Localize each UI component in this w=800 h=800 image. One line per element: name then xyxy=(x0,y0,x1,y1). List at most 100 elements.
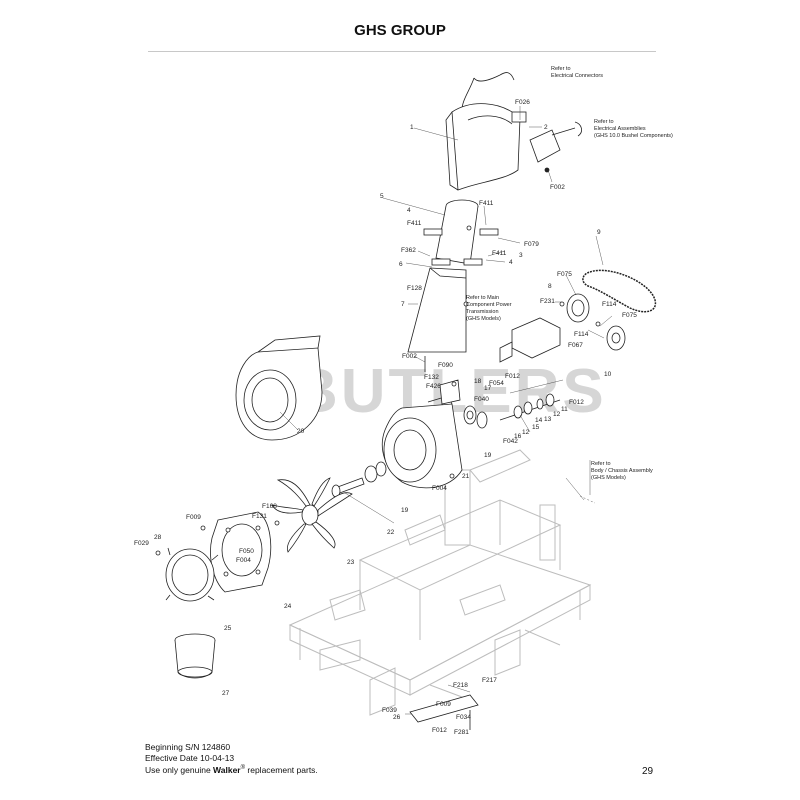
fan-housing-main xyxy=(381,379,463,489)
label-f042: F042 xyxy=(503,438,518,445)
label-f114: F114 xyxy=(574,331,589,338)
label-21: 21 xyxy=(462,473,470,480)
impeller-23 xyxy=(271,477,353,553)
note-main-power: Refer to Main Component Power Transmissi… xyxy=(466,295,512,322)
svg-text:Electrical Connectors: Electrical Connectors xyxy=(551,73,603,79)
pulley-8 xyxy=(566,293,590,323)
svg-text:Body / Chassis Assembly: Body / Chassis Assembly xyxy=(591,468,653,474)
effective-date: Effective Date 10-04-13 xyxy=(145,752,235,763)
label-23: 23 xyxy=(347,559,355,566)
back-plate-24 xyxy=(210,511,272,593)
label-f054: F054 xyxy=(489,380,504,387)
svg-text:Refer to: Refer to xyxy=(591,461,611,467)
genuine-parts-note: Use only genuine Walker® replacement par… xyxy=(145,764,318,775)
label-17: 17 xyxy=(484,385,492,392)
label-f132: F132 xyxy=(424,374,439,381)
label-28: 28 xyxy=(154,534,162,541)
page-number: 29 xyxy=(642,766,654,777)
label-3: 3 xyxy=(519,252,523,259)
note-electrical-connectors: Refer to Electrical Connectors xyxy=(551,66,603,79)
mid-chute-section xyxy=(423,199,499,266)
label-7: 7 xyxy=(401,301,405,308)
lower-chute-section xyxy=(407,267,467,372)
bearings-19 xyxy=(364,405,488,483)
footer-info: Beginning S/N 124860 Effective Date 10-0… xyxy=(145,742,318,775)
label-f362: F362 xyxy=(401,247,416,254)
label-f034: F034 xyxy=(456,714,471,721)
bracket-26 xyxy=(409,694,479,730)
label-24: 24 xyxy=(284,603,292,610)
page-title: GHS GROUP xyxy=(354,22,446,39)
svg-text:Electrical Assemblies: Electrical Assemblies xyxy=(594,126,646,132)
label-f067: F067 xyxy=(568,342,583,349)
label-8: 8 xyxy=(548,283,552,290)
svg-text:Refer to Main: Refer to Main xyxy=(466,295,499,301)
svg-text:(GHS 10.0 Bushel Components): (GHS 10.0 Bushel Components) xyxy=(594,133,673,139)
label-9: 9 xyxy=(597,229,601,236)
title-divider xyxy=(148,51,656,52)
svg-text:Transmission: Transmission xyxy=(466,309,499,315)
label-4: 4 xyxy=(509,259,513,266)
fan-housing-20 xyxy=(235,335,323,441)
label-1: 1 xyxy=(410,124,414,131)
label-f002: F002 xyxy=(550,184,565,191)
label-20: 20 xyxy=(297,428,305,435)
pulley-10 xyxy=(606,325,626,351)
label-f039: F039 xyxy=(382,707,397,714)
label-2: 2 xyxy=(544,124,548,131)
upper-chute-assembly xyxy=(445,72,582,191)
collar-27 xyxy=(174,633,216,679)
label-f012: F012 xyxy=(569,399,584,406)
label-19: 19 xyxy=(401,507,409,514)
label-f079: F079 xyxy=(524,241,539,248)
chassis-frame xyxy=(288,449,592,716)
label-13: 13 xyxy=(544,416,552,423)
svg-text:Refer to: Refer to xyxy=(594,119,614,125)
label-f131: F131 xyxy=(252,513,267,520)
label-f231: F231 xyxy=(540,298,555,305)
label-f217: F217 xyxy=(482,677,497,684)
label-f012: F012 xyxy=(432,727,447,734)
label-22: 22 xyxy=(387,529,395,536)
label-f075: F075 xyxy=(622,312,637,319)
svg-text:Component Power: Component Power xyxy=(466,302,512,308)
label-f040: F040 xyxy=(474,396,489,403)
label-f029: F029 xyxy=(134,540,149,547)
label-25: 25 xyxy=(224,625,232,632)
label-12: 12 xyxy=(553,411,561,418)
drive-belt-9 xyxy=(582,269,657,313)
label-4: 4 xyxy=(407,207,411,214)
part-labels: 1 2 F026 F002 5 F411 4 F411 F079 F362 F4… xyxy=(134,99,637,736)
label-f026: F026 xyxy=(515,99,530,106)
label-f411: F411 xyxy=(492,250,507,257)
svg-text:(GHS Models): (GHS Models) xyxy=(466,316,501,322)
leader-lines xyxy=(279,106,613,715)
label-f114: F114 xyxy=(602,301,617,308)
shaft-22 xyxy=(331,477,365,498)
label-27: 27 xyxy=(222,690,230,697)
svg-text:Refer to: Refer to xyxy=(551,66,571,72)
gearbox xyxy=(499,317,561,363)
label-f128: F128 xyxy=(407,285,422,292)
label-f012: F012 xyxy=(505,373,520,380)
label-f168: F168 xyxy=(262,503,277,510)
label-f009: F009 xyxy=(186,514,201,521)
label-f075: F075 xyxy=(557,271,572,278)
label-16: 16 xyxy=(514,433,522,440)
label-f050: F050 xyxy=(239,548,254,555)
brand-name: Walker xyxy=(213,764,241,775)
adapter-ring-25 xyxy=(165,547,219,602)
label-19: 19 xyxy=(484,452,492,459)
label-18: 18 xyxy=(474,378,482,385)
fasteners xyxy=(155,225,601,556)
label-10: 10 xyxy=(604,371,612,378)
label-26: 26 xyxy=(393,714,401,721)
serial-number: Beginning S/N 124860 xyxy=(145,742,231,752)
svg-text:(GHS Models): (GHS Models) xyxy=(591,475,626,481)
label-f411: F411 xyxy=(479,200,494,207)
label-f004: F004 xyxy=(236,557,251,564)
label-5: 5 xyxy=(380,193,384,200)
label-f281: F281 xyxy=(454,729,469,736)
